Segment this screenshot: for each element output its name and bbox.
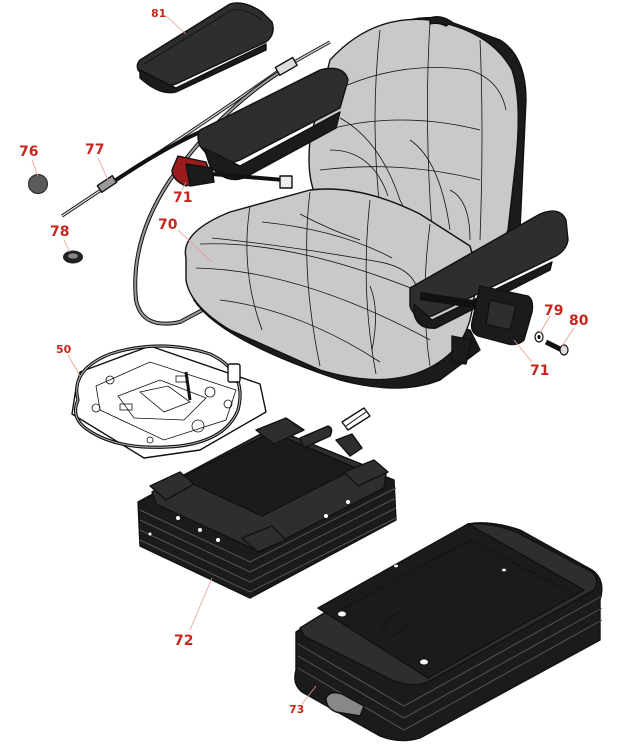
armrest-pad-part-81: [136, 2, 274, 94]
adjustment-handle: [341, 407, 371, 431]
grommet-part-78: [63, 250, 83, 264]
bolt-part-80: [544, 339, 569, 356]
callout-81: 81: [151, 7, 166, 20]
right-armrest: [409, 210, 569, 329]
callout-80: 80: [569, 313, 589, 329]
seat-belt-buckle-part-71: [171, 155, 293, 189]
callout-50: 50: [56, 343, 72, 356]
seat-cushion-part-70: [184, 188, 481, 389]
callout-labels: 81 76 77 78 71 70 50 79 80 71 72 73: [19, 7, 589, 716]
seat-belt-retractor-part-71: [419, 285, 534, 365]
callout-76: 76: [19, 144, 38, 160]
callout-72: 72: [174, 633, 193, 649]
plug-part-76: [28, 174, 48, 194]
callout-77: 77: [85, 142, 104, 158]
callout-70: 70: [158, 217, 178, 233]
base-plate-harness-part-50: [71, 344, 267, 459]
washer-part-79: [534, 331, 544, 343]
callout-78: 78: [50, 224, 69, 240]
cable-part-77: [61, 40, 331, 326]
leader-lines: [31, 15, 575, 705]
lower-base-part-73: [294, 522, 603, 742]
callout-73: 73: [289, 703, 304, 716]
callout-71-buckle: 71: [173, 190, 192, 206]
callout-71-retractor: 71: [530, 363, 549, 379]
callout-79: 79: [544, 303, 563, 319]
suspension-base-part-72: [137, 417, 397, 599]
